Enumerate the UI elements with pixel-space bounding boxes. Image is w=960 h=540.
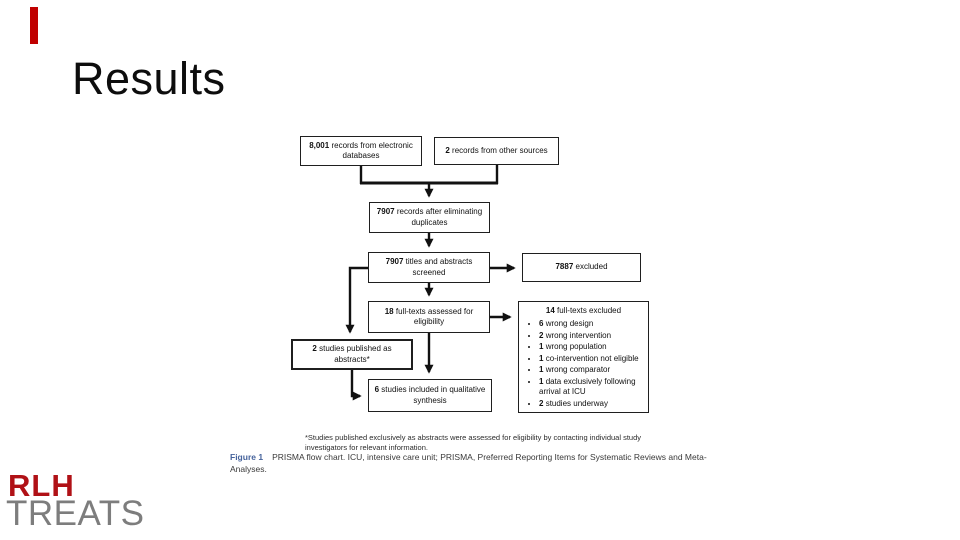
flowchart-footnote: *Studies published exclusively as abstra…	[305, 433, 642, 453]
connector-abstracts-to-included	[350, 370, 362, 401]
logo-rlh: RLH	[8, 468, 75, 503]
exclusion-reason: 1 wrong comparator	[539, 365, 644, 376]
flow-box-screened: 7907 titles and abstracts screened	[368, 252, 490, 283]
exclusion-reasons-list: 6 wrong design 2 wrong intervention 1 wr…	[523, 319, 644, 409]
exclusion-reason: 1 wrong population	[539, 342, 644, 353]
flow-box-other-sources: 2 records from other sources	[434, 137, 559, 165]
exclusion-reason: 1 co-intervention not eligible	[539, 354, 644, 365]
connector-screened-to-abstracts	[345, 266, 368, 334]
flow-box-included: 6 studies included in qualitative synthe…	[368, 379, 492, 412]
flow-box-electronic-records: 8,001 records from electronic databases	[300, 136, 422, 166]
flow-box-abstracts: 2 studies published as abstracts*	[291, 339, 413, 370]
flow-box-fulltext-assessed: 18 full-texts assessed for eligibility	[368, 301, 490, 333]
logo-treats: TREATS	[6, 494, 145, 533]
figure-caption-label: Figure 1	[230, 452, 264, 462]
flow-box-fulltext-excluded: 14 full-texts excluded 6 wrong design 2 …	[518, 301, 649, 413]
red-accent-bar	[30, 7, 38, 44]
flow-box-excluded: 7887 excluded	[522, 253, 641, 282]
exclusion-reason: 2 wrong intervention	[539, 331, 644, 342]
figure-caption-text: PRISMA flow chart. ICU, intensive care u…	[230, 452, 707, 474]
exclusion-reason: 6 wrong design	[539, 319, 644, 330]
exclusion-reason: 1 data exclusively following arrival at …	[539, 377, 644, 398]
exclusion-reason: 2 studies underway	[539, 399, 644, 410]
page-title: Results	[72, 53, 226, 104]
flow-box-deduplicated: 7907 records after eliminating duplicate…	[369, 202, 490, 233]
